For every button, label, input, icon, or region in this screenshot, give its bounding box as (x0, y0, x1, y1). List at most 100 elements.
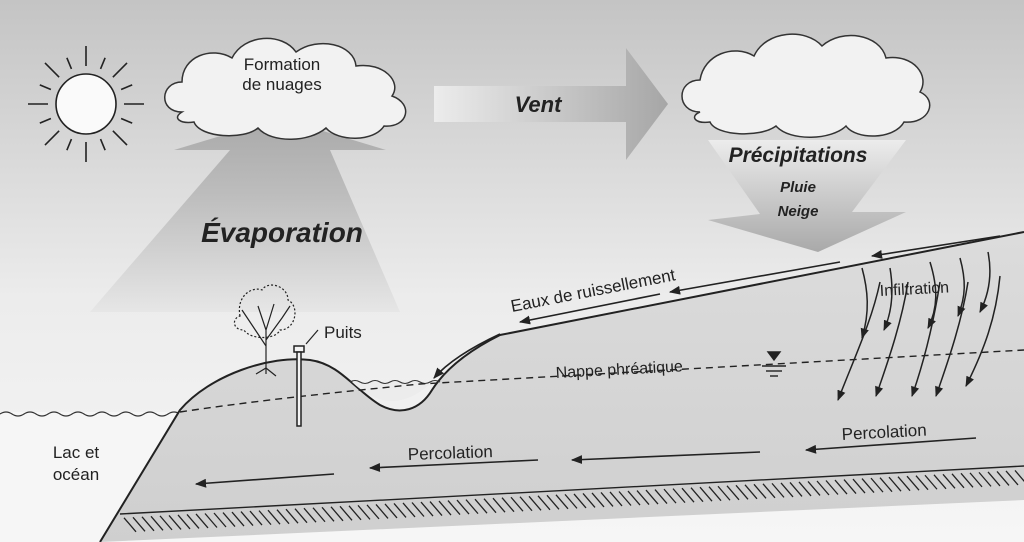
hatch-stroke (501, 497, 515, 513)
hatch-stroke (933, 474, 947, 490)
hatch-stroke (249, 510, 263, 526)
well-icon (293, 329, 319, 427)
hatch-stroke (879, 477, 893, 493)
sun-ray (112, 130, 128, 146)
lake-label-line1: Lac et (53, 443, 100, 462)
hatch-stroke (186, 514, 200, 529)
hatch-stroke (897, 476, 911, 492)
hatch-stroke (123, 517, 137, 533)
bedrock-hatching (123, 470, 1024, 533)
hatch-stroke (1014, 470, 1024, 482)
hatch-stroke (888, 476, 902, 492)
hatch-stroke (312, 507, 326, 523)
bedrock-line (119, 465, 1024, 515)
hatch-stroke (762, 483, 776, 499)
precipitation-label: Précipitations (729, 144, 868, 167)
hatch-stroke (294, 508, 308, 524)
hatch-stroke (402, 502, 416, 518)
hatch-stroke (285, 508, 299, 524)
sun-ray (120, 84, 133, 91)
hatch-stroke (600, 492, 614, 507)
hatch-stroke (258, 510, 272, 526)
sun-ray (99, 138, 106, 151)
evaporation-label: Évaporation (201, 217, 363, 248)
hatch-stroke (492, 497, 506, 513)
hatch-stroke (591, 492, 605, 508)
pond (352, 382, 432, 401)
sun-ray (112, 62, 128, 78)
hatch-stroke (744, 484, 758, 500)
hatch-stroke (546, 494, 560, 510)
hatch-stroke (609, 491, 623, 507)
hatch-stroke (384, 503, 398, 519)
sun-ray (99, 57, 106, 70)
cloud-left (164, 37, 407, 140)
hatch-stroke (150, 515, 164, 531)
precipitation-arrow (708, 140, 906, 252)
hatch-stroke (654, 489, 668, 505)
hatch-stroke (978, 471, 992, 487)
percolation-label-right: Percolation (841, 421, 927, 444)
hatch-stroke (951, 473, 965, 489)
hatch-stroke (348, 505, 362, 521)
ground-cross-section (100, 232, 1024, 542)
hatch-stroke (231, 511, 245, 527)
hatch-stroke (177, 514, 191, 530)
hatch-stroke (420, 501, 434, 517)
hatch-stroke (969, 472, 983, 488)
hatch-stroke (195, 513, 209, 529)
hatch-stroke (987, 471, 1001, 487)
hatch-stroke (663, 488, 677, 504)
hatch-stroke (645, 489, 659, 505)
hatch-stroke (519, 496, 533, 512)
hatch-stroke (132, 516, 146, 532)
lake-surface-wave (0, 411, 193, 417)
hatch-stroke (960, 472, 974, 488)
sun-ray (39, 84, 52, 91)
tree-icon (233, 284, 296, 377)
runoff-arrows (433, 235, 1001, 379)
hatch-stroke (303, 507, 317, 523)
hatch-stroke (825, 480, 839, 495)
hatch-stroke (699, 486, 713, 502)
hatch-stroke (726, 485, 740, 501)
hatch-stroke (357, 504, 371, 520)
infiltration-label: Infiltration (879, 279, 949, 300)
wind-label: Vent (515, 92, 564, 117)
rain-label: Pluie (780, 179, 816, 196)
hatch-stroke (510, 496, 524, 512)
hatch-stroke (537, 495, 551, 511)
sun-ray (66, 57, 73, 70)
hatch-stroke (240, 511, 254, 526)
hatch-stroke (222, 512, 236, 527)
hatch-stroke (168, 514, 182, 530)
hatch-stroke (924, 474, 938, 490)
hatch-stroke (717, 485, 731, 501)
hatch-stroke (708, 486, 722, 502)
hatch-stroke (339, 505, 353, 521)
hatch-stroke (438, 500, 452, 516)
water-table-symbol-icon (762, 351, 786, 377)
wind-arrow (434, 48, 668, 160)
ground-surface-line (99, 231, 1024, 542)
cloud-right (681, 33, 931, 138)
hatch-stroke (528, 495, 542, 511)
hatch-stroke (564, 493, 578, 509)
evaporation-arrow (90, 118, 400, 312)
hatch-stroke (942, 473, 956, 489)
hatch-stroke (375, 503, 389, 519)
hatch-stroke (735, 484, 749, 500)
hatch-stroke (915, 475, 929, 491)
hatch-stroke (834, 479, 848, 495)
sun-icon (28, 46, 144, 162)
hatch-stroke (870, 477, 884, 493)
hatch-stroke (366, 504, 380, 520)
hatch-stroke (996, 471, 1010, 486)
hatch-stroke (636, 490, 650, 505)
hatch-stroke (618, 491, 632, 506)
hatch-stroke (456, 499, 470, 515)
hatch-stroke (753, 483, 767, 499)
hatch-stroke (573, 493, 587, 509)
hatch-stroke (555, 494, 569, 510)
